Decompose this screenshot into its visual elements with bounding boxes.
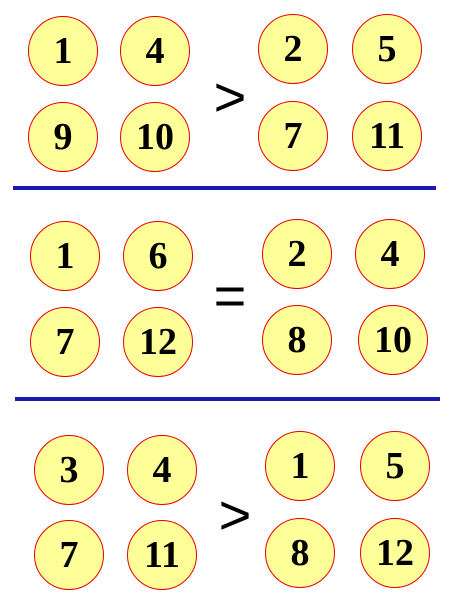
number-ball: 10 [120,102,190,172]
section-divider [13,186,436,190]
number-ball: 1 [28,16,98,86]
number-ball: 10 [358,305,428,375]
number-ball: 5 [360,431,430,501]
number-ball: 2 [262,219,332,289]
number-ball: 4 [355,219,425,289]
number-ball: 9 [28,102,98,172]
number-ball: 7 [258,101,328,171]
number-ball: 6 [123,221,193,291]
number-ball: 8 [262,305,332,375]
number-ball: 11 [127,520,197,590]
number-ball: 7 [30,307,100,377]
comparison-row-1: 1 4 9 10 > 2 5 7 11 [0,0,455,190]
number-ball: 4 [120,16,190,86]
number-ball: 7 [34,520,104,590]
comparison-row-2: 1 6 7 12 = 2 4 8 10 [30,219,428,377]
number-ball: 3 [34,435,104,505]
number-ball: 5 [352,14,422,84]
comparison-operator: = [213,264,247,327]
number-ball: 2 [258,14,328,84]
comparison-operator: > [218,483,252,546]
number-ball: 1 [30,221,100,291]
number-ball: 12 [360,518,430,588]
number-ball: 1 [265,431,335,501]
number-ball: 8 [265,518,335,588]
number-ball: 11 [352,101,422,171]
comparison-operator: > [213,65,247,128]
number-ball: 12 [123,307,193,377]
section-divider [15,397,440,401]
number-ball: 4 [127,435,197,505]
